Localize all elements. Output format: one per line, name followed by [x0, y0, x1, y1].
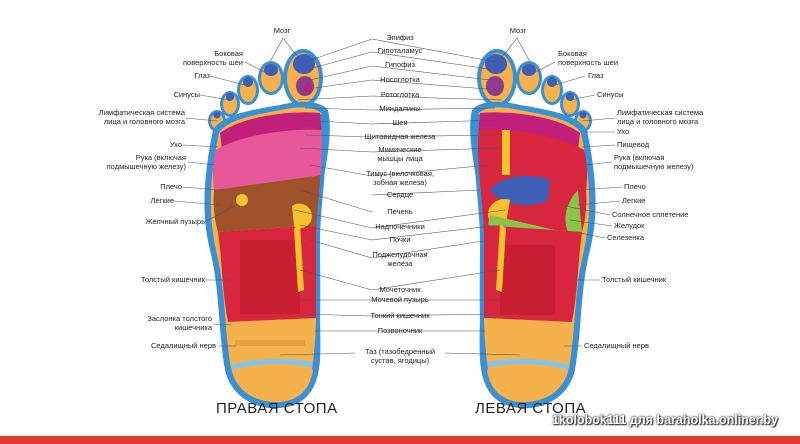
label-sciatic-left: Седалищный нерв — [584, 341, 649, 350]
label-hypothalamus: Гипоталамус — [377, 46, 423, 55]
label-thymus: Тимус (вилочковая, зобная железа) — [366, 169, 434, 187]
title-left-foot: ЛЕВАЯ СТОПА — [475, 400, 587, 417]
leader-lines — [279, 38, 521, 356]
label-sinuses-left: Синусы — [597, 90, 624, 99]
label-sciatic-right: Седалищный нерв — [151, 341, 216, 350]
left-foot — [470, 49, 596, 409]
label-pancreas: Поджелудочная железа — [372, 250, 428, 268]
label-ureter: Мочеточник — [379, 285, 421, 294]
label-colon-left: Толстый кишечник — [602, 275, 667, 284]
label-liver: Печень — [387, 207, 413, 216]
label-spleen: Селезенка — [607, 233, 645, 242]
label-eye-left: Глаз — [588, 71, 604, 80]
label-shoulder-right: Плечо — [160, 182, 182, 191]
label-lymph-left: Лимфатическая система лица и головного м… — [617, 108, 704, 126]
label-shoulder-left: Плечо — [624, 182, 646, 191]
label-pelvis: Таз (тазобедренный сустав, ягодицы) — [364, 347, 436, 365]
right-foot — [204, 49, 330, 409]
label-small-intestine: Тонкий кишечник — [370, 311, 430, 320]
label-stomach: Желудок — [614, 221, 645, 230]
label-eye-right: Глаз — [194, 71, 210, 80]
label-lymph-right: Лимфатическая система лица и головного м… — [98, 108, 185, 126]
label-sinuses-right: Синусы — [173, 90, 200, 99]
label-brain-right: Мозг — [273, 26, 291, 35]
label-tonsils: Миндалины — [379, 104, 421, 113]
label-nasopharynx: Носоглотка — [380, 75, 420, 84]
label-colon-right: Толстый кишечник — [140, 275, 205, 284]
label-spine: Позвоночник — [377, 326, 423, 335]
right-foot-toes — [208, 49, 323, 132]
label-neck: Шея — [392, 118, 408, 127]
label-brain-left: Мозг — [509, 26, 527, 35]
label-neck-side-left: Боковая поверхность шеи — [558, 49, 619, 67]
label-lungs-right: Легкие — [150, 196, 174, 205]
label-bladder: Мочевой пузырь — [371, 295, 429, 304]
label-arm-right: Рука (включая подмышечную железу) — [106, 153, 186, 171]
title-right-foot: ПРАВАЯ СТОПА — [216, 400, 338, 417]
label-ear-right: Ухо — [169, 140, 182, 149]
label-esophagus: Пищевод — [617, 140, 650, 149]
label-solar-plexus: Солнечное сплетение — [612, 210, 689, 219]
bottom-accent-bar — [0, 436, 800, 444]
label-adrenals: Надпочечники — [375, 222, 425, 231]
label-thyroid: Щитовидная железа — [364, 132, 436, 141]
label-arm-left: Рука (включая подмышечную железу) — [614, 153, 694, 171]
label-ear-left: Ухо — [617, 127, 630, 136]
label-lungs-left: Легкие — [622, 196, 646, 205]
watermark: 1kolobok111 для baraholka.onliner.by — [551, 413, 778, 427]
label-gallbladder-right: Желчный пузырь — [145, 217, 205, 226]
label-oropharynx: Ротоглотка — [380, 90, 420, 99]
label-heart: Сердце — [386, 190, 414, 199]
label-epiphysis: Эпифиз — [386, 33, 414, 42]
label-hypophysis: Гипофиз — [385, 60, 415, 69]
label-facial-muscles: Мимические мышцы лица — [377, 145, 423, 163]
label-neck-side-right: Боковая поверхность шеи — [182, 49, 243, 67]
label-colon-valve-right: Заслонка толстого кишечника — [147, 314, 212, 332]
label-kidneys: Почки — [389, 235, 411, 244]
